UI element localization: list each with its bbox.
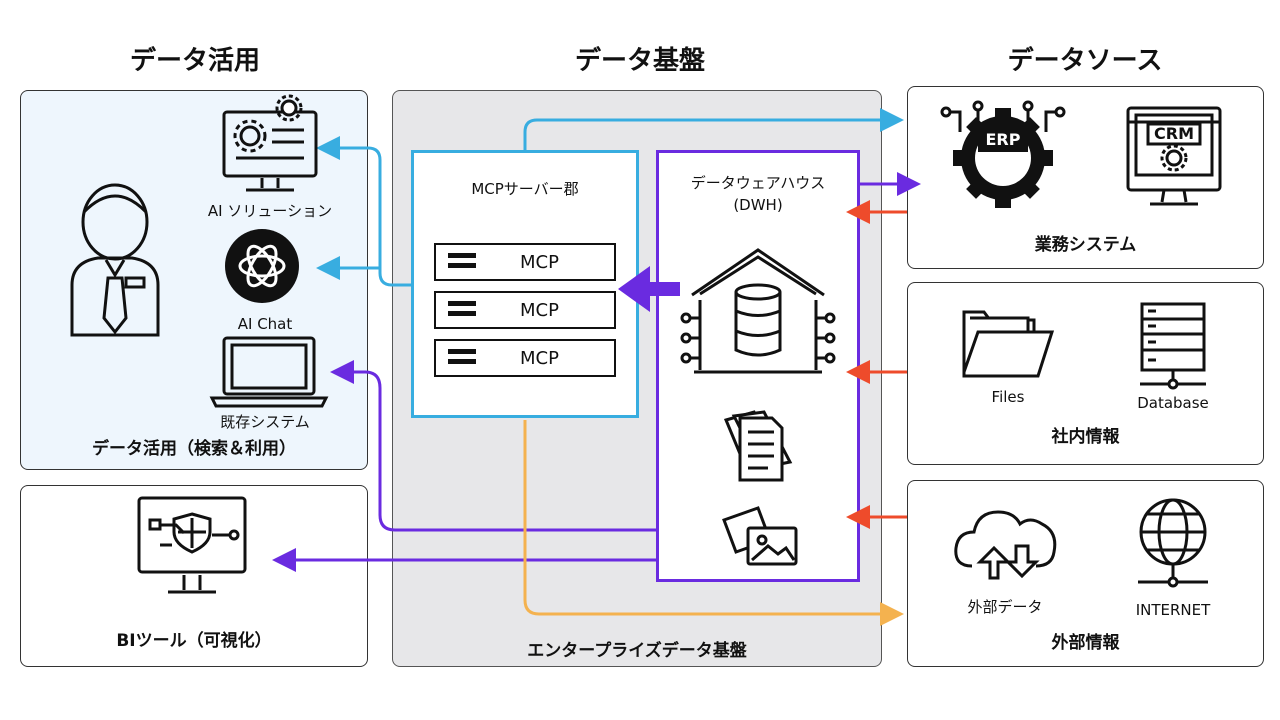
images-icon	[722, 506, 798, 566]
erp-label: ERP	[985, 130, 1021, 149]
blue-flow-arrows	[316, 108, 904, 287]
mcp-label: MCP	[520, 300, 559, 321]
mcp-label: MCP	[520, 252, 559, 273]
business-system-caption: 業務システム	[1034, 235, 1137, 255]
existing-system-label: 既存システム	[220, 413, 310, 431]
external-info-panel	[907, 480, 1264, 667]
documents-icon	[723, 410, 793, 482]
globe-icon	[1138, 498, 1208, 588]
cloud-transfer-icon	[954, 510, 1057, 580]
mcp-server-3: MCP	[434, 339, 616, 377]
laptop-icon	[209, 336, 329, 408]
server-icon	[448, 253, 476, 273]
mcp-server-2: MCP	[434, 291, 616, 329]
dwh-title: データウェアハウス	[690, 174, 826, 192]
internal-info-caption: 社内情報	[1051, 427, 1120, 447]
purple-flow-arrows	[272, 172, 921, 572]
ai-solution-label: AI ソリューション	[207, 202, 333, 220]
arrow-to-existing-system	[330, 360, 656, 532]
mcp-label: MCP	[520, 348, 559, 369]
crm-label: CRM	[1154, 124, 1194, 143]
internet-label: INTERNET	[1135, 601, 1211, 619]
ai-chat-label: AI Chat	[237, 315, 293, 333]
red-flow-arrows	[846, 200, 907, 529]
server-icon	[448, 301, 476, 321]
arrow-to-business-system	[523, 108, 904, 150]
files-label: Files	[991, 388, 1025, 406]
dwh-abbr: (DWH)	[733, 196, 783, 214]
mcp-server-1: MCP	[434, 243, 616, 281]
arrow-to-ai-solution	[316, 136, 412, 287]
person-icon	[70, 183, 160, 337]
external-data-label: 外部データ	[967, 598, 1043, 616]
column-title-sources: データソース	[1007, 46, 1163, 76]
database-server-icon	[1140, 302, 1206, 390]
column-title-usage: データ活用	[129, 46, 260, 76]
bi-tool-caption: BIツール（可視化）	[116, 631, 272, 651]
crm-monitor-icon	[1126, 106, 1222, 206]
arrow-dwh-to-mcp	[618, 266, 680, 312]
warehouse-database-icon	[680, 248, 836, 374]
folder-icon	[962, 310, 1055, 378]
data-usage-caption: データ活用（検索＆利用）	[92, 439, 296, 459]
erp-gear-icon	[940, 100, 1066, 208]
gear-monitor-icon	[222, 94, 318, 192]
column-title-platform: データ基盤	[574, 46, 705, 76]
mcp-group-title: MCPサーバー郡	[471, 180, 579, 198]
server-icon	[448, 349, 476, 369]
database-label: Database	[1137, 394, 1209, 412]
external-info-caption: 外部情報	[1051, 633, 1120, 653]
bi-shield-monitor-icon	[137, 496, 247, 594]
enterprise-platform-caption: エンタープライズデータ基盤	[527, 641, 747, 661]
ai-chat-logo-icon	[225, 229, 299, 303]
arrow-to-external-info	[523, 420, 904, 626]
